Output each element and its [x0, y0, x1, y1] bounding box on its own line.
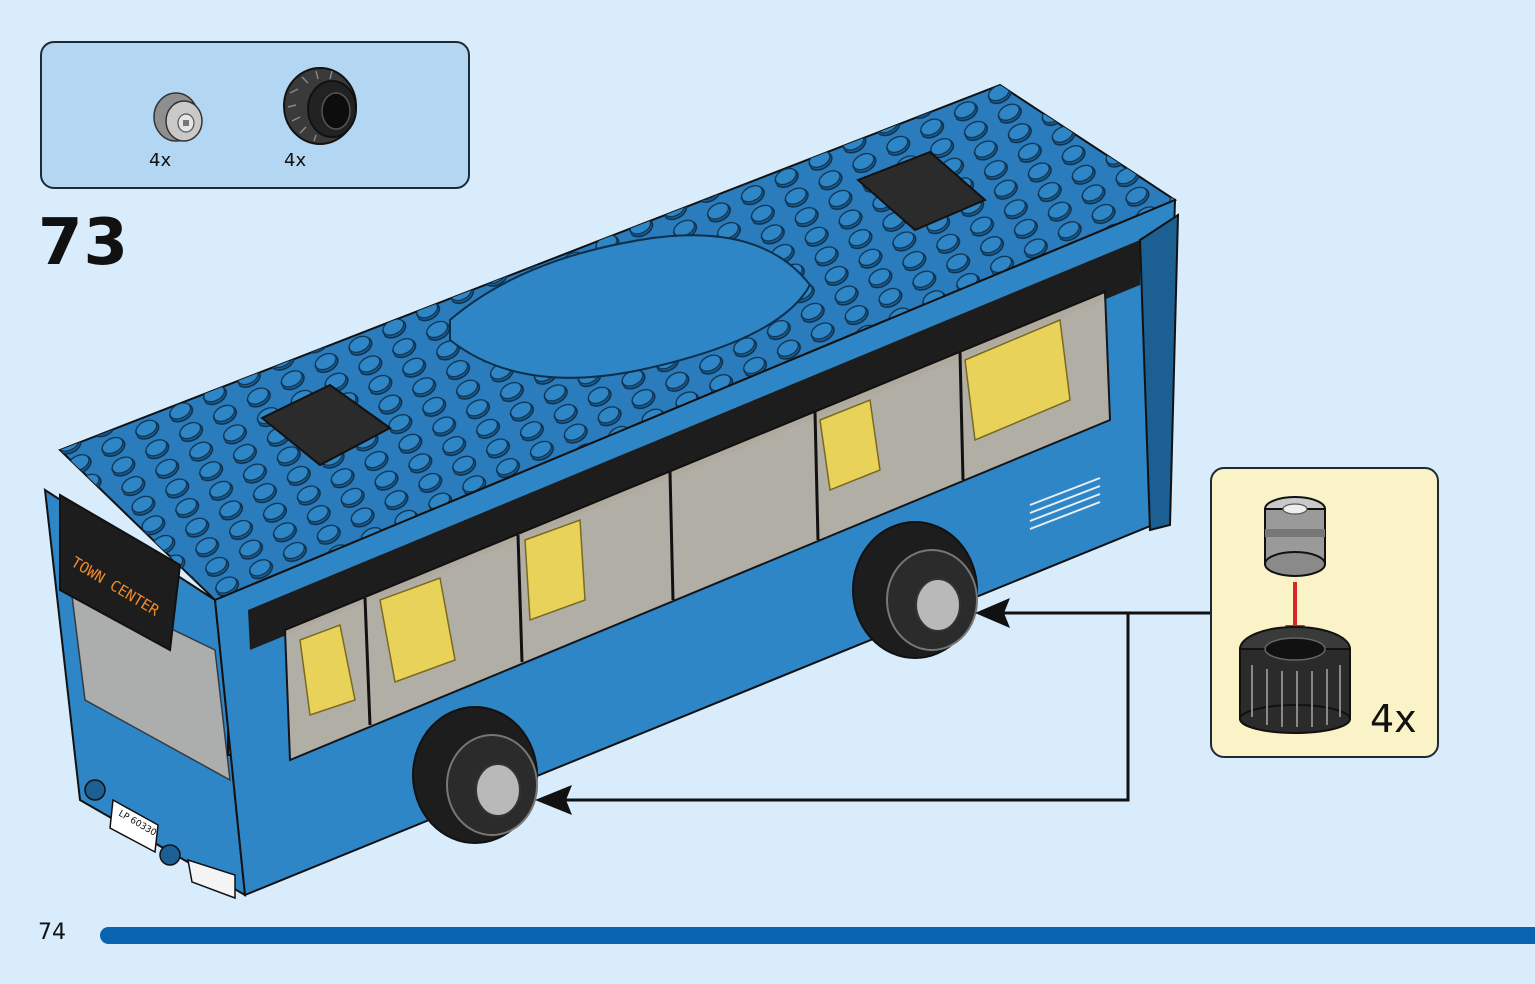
bus-rear	[1138, 213, 1180, 532]
roof-vent-1	[260, 383, 392, 467]
arrow-head-front	[535, 785, 572, 815]
destination-sign	[59, 493, 182, 652]
window-pillars	[363, 351, 965, 726]
subassembly-callout: 4x	[1210, 467, 1439, 758]
wheel-rim-part-icon	[153, 92, 203, 142]
headlight-right	[159, 844, 181, 866]
progress-bar	[100, 927, 1535, 944]
subassembly-qty: 4x	[1370, 697, 1417, 741]
headlight-left	[84, 779, 106, 801]
roof-dome	[449, 234, 812, 379]
roof-vent-2	[856, 150, 987, 232]
front-lamp	[187, 858, 236, 900]
parts-list-box: 4x 4x	[40, 41, 470, 189]
bus-model: TOWN CENTER LP 60330	[43, 83, 1180, 900]
window-band-top	[248, 240, 1140, 650]
license-plate	[109, 798, 159, 854]
tire-part-icon	[283, 67, 357, 145]
rear-wheel	[852, 521, 978, 659]
arrow-head-rear	[975, 598, 1010, 628]
side-windows	[283, 290, 1112, 762]
tire-qty: 4x	[284, 150, 307, 171]
wheel-assembly-icon	[1239, 496, 1351, 734]
assembly-arrows	[560, 611, 1210, 802]
rear-grille	[1029, 477, 1101, 530]
front-wheel	[412, 706, 538, 844]
wheel-rim-qty: 4x	[149, 150, 172, 171]
step-number: 73	[38, 206, 130, 280]
page-number: 74	[38, 920, 66, 945]
seats	[299, 318, 1071, 716]
